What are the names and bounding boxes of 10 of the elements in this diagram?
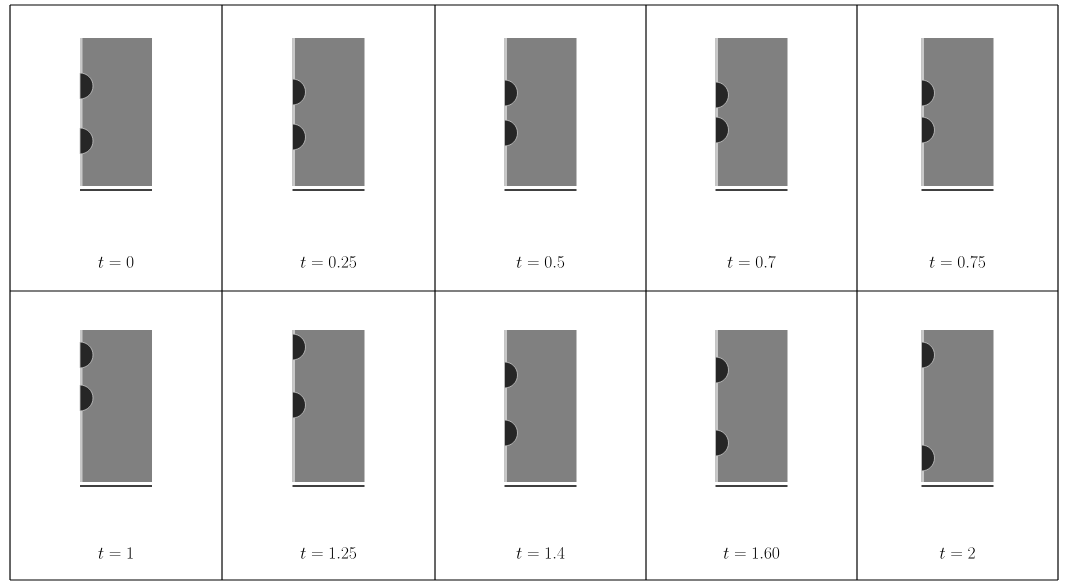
time-label: $t = 0$ xyxy=(98,256,134,268)
time-label: $t = 2$ xyxy=(939,547,975,559)
time-label: $t = 1.4$ xyxy=(516,547,565,559)
time-label: $t = 0.5$ xyxy=(516,256,565,268)
time-label: $t = 0.75$ xyxy=(929,255,986,268)
time-label: $t = 0.7$ xyxy=(727,255,776,268)
time-label: $t = 0.25$ xyxy=(300,256,357,268)
time-label: $t = 1.60$ xyxy=(723,547,780,559)
time-label: $t = 1$ xyxy=(98,547,133,559)
time-label: $t = 1.25$ xyxy=(300,547,357,559)
